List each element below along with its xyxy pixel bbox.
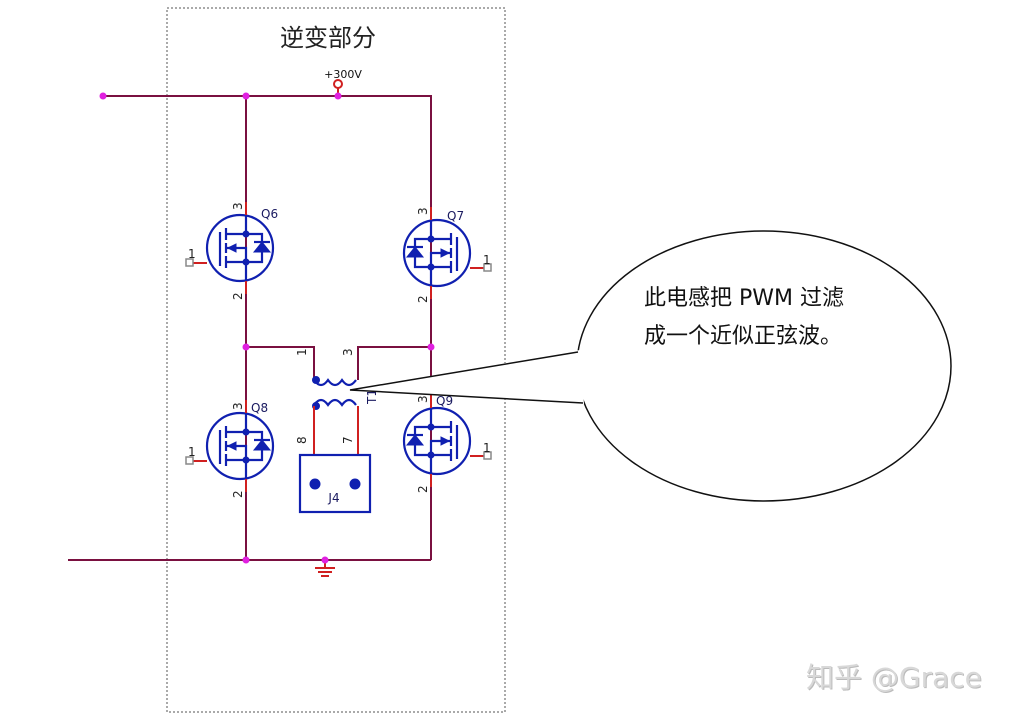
mosfet-q6: Q6 1 3 2 xyxy=(184,200,278,300)
svg-text:2: 2 xyxy=(416,485,430,493)
svg-text:1: 1 xyxy=(188,247,196,261)
svg-text:Q8: Q8 xyxy=(251,401,268,415)
connector-j4: J4 xyxy=(298,453,372,514)
callout-text: 此电感把 PWM 过滤 成一个近似正弦波。 xyxy=(644,280,844,356)
mosfet-q7: Q7 1 3 2 xyxy=(402,205,493,303)
mosfet-q9: Q9 1 3 2 xyxy=(402,393,493,493)
svg-text:3: 3 xyxy=(416,207,430,215)
svg-text:3: 3 xyxy=(416,395,430,403)
svg-text:8: 8 xyxy=(295,436,309,444)
inverter-section-border xyxy=(166,7,506,713)
transformer-t1: 1 3 8 7 T1 xyxy=(295,348,379,455)
svg-text:2: 2 xyxy=(416,295,430,303)
supply-label: +300V xyxy=(324,68,362,81)
svg-text:1: 1 xyxy=(483,441,491,455)
callout-bubble xyxy=(349,230,952,502)
callout-line-1: 此电感把 PWM 过滤 xyxy=(644,286,844,311)
junction-dots xyxy=(99,92,435,564)
transformer-ref: T1 xyxy=(365,389,379,405)
callout-line-2: 成一个近似正弦波。 xyxy=(644,324,843,349)
svg-text:3: 3 xyxy=(231,402,245,410)
svg-text:Q6: Q6 xyxy=(261,207,278,221)
svg-text:2: 2 xyxy=(231,292,245,300)
svg-text:Q9: Q9 xyxy=(436,394,453,408)
svg-text:2: 2 xyxy=(231,490,245,498)
section-title: 逆变部分 xyxy=(280,24,376,52)
wires xyxy=(68,88,432,561)
watermark: 知乎 @Grace xyxy=(806,661,982,694)
svg-text:1: 1 xyxy=(295,348,309,356)
svg-text:J4: J4 xyxy=(327,491,339,505)
mosfet-q8: Q8 1 3 2 xyxy=(184,398,275,498)
svg-text:1: 1 xyxy=(483,253,491,267)
svg-text:3: 3 xyxy=(341,348,355,356)
svg-text:Q7: Q7 xyxy=(447,209,464,223)
svg-text:3: 3 xyxy=(231,202,245,210)
supply-terminal xyxy=(333,79,343,89)
svg-text:1: 1 xyxy=(188,445,196,459)
svg-text:7: 7 xyxy=(341,436,355,444)
